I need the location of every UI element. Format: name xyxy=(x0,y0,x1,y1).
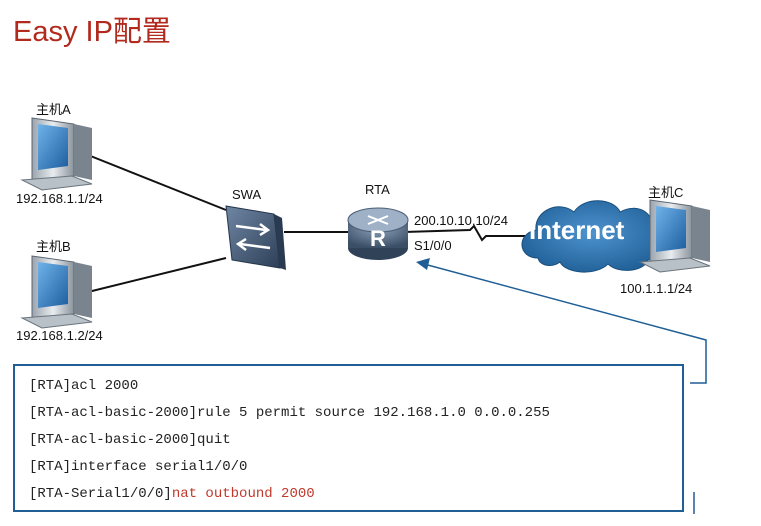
config-line: [RTA]interface serial1/0/0 xyxy=(29,459,247,475)
host-b-name: 主机B xyxy=(36,239,71,254)
host-b-ip: 192.168.1.2/24 xyxy=(16,328,103,343)
config-text: [RTA]interface serial1/0/0 xyxy=(29,459,248,475)
config-text: [RTA]acl 2000 xyxy=(29,378,139,394)
link-a-swa xyxy=(87,154,227,211)
page-title: Easy IP配置 xyxy=(13,16,171,48)
rta-label: RTA xyxy=(365,182,390,197)
swa-label: SWA xyxy=(232,187,262,202)
serial-link xyxy=(403,224,530,242)
callout-arrow xyxy=(423,263,707,384)
config-line: [RTA-Serial1/0/0]nat outbound 2000 xyxy=(29,486,315,502)
config-line: [RTA]acl 2000 xyxy=(29,378,138,394)
rta-interface-ip: 200.10.10.10/24 xyxy=(414,213,508,228)
router-icon: R xyxy=(347,207,409,260)
host-c-ip: 100.1.1.1/24 xyxy=(620,281,693,296)
config-line: [RTA-acl-basic-2000]rule 5 permit source… xyxy=(29,405,550,421)
pc-icon xyxy=(638,199,711,273)
host-a-ip: 192.168.1.1/24 xyxy=(16,191,103,206)
pc-icon xyxy=(20,117,93,191)
config-highlight: nat outbound 2000 xyxy=(171,486,315,502)
switch-icon xyxy=(225,205,286,270)
rta-interface: S1/0/0 xyxy=(414,238,452,253)
config-line: [RTA-acl-basic-2000]quit xyxy=(29,432,231,448)
internet-label: Internet xyxy=(529,215,625,245)
link-b-swa xyxy=(87,257,227,293)
arrow-head xyxy=(416,258,430,270)
config-box: [RTA]acl 2000 [RTA-acl-basic-2000]rule 5… xyxy=(13,364,684,512)
pc-icon xyxy=(20,255,93,329)
host-c-name: 主机C xyxy=(648,185,684,200)
config-text: [RTA-acl-basic-2000]rule 5 permit source… xyxy=(29,405,550,421)
config-text: [RTA-Serial1/0/0] xyxy=(29,486,172,502)
config-text: [RTA-acl-basic-2000]quit xyxy=(29,432,231,448)
host-a-name: 主机A xyxy=(36,102,71,117)
svg-text:R: R xyxy=(370,226,386,251)
